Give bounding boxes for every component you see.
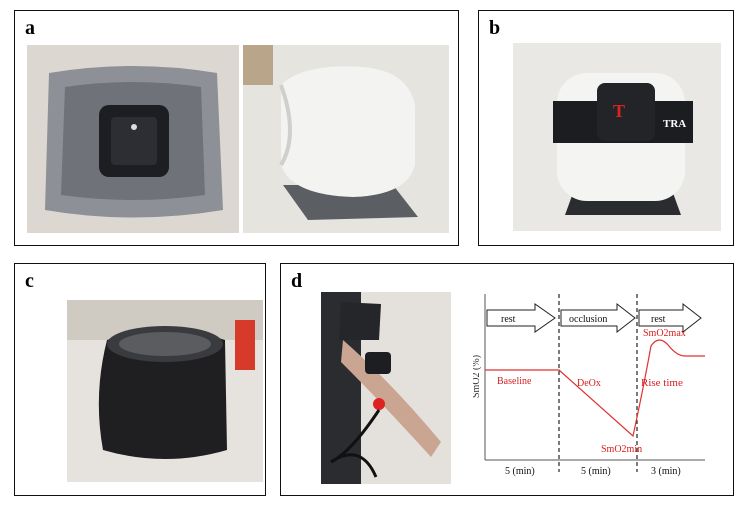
phase-label-rest-2: rest bbox=[651, 314, 666, 325]
svg-text:T: T bbox=[613, 101, 625, 121]
panel-d: d SmO2 (%) rest occlusion bbox=[280, 263, 734, 496]
phase-label-rest-1: rest bbox=[501, 314, 516, 325]
device-in-holder-photo bbox=[27, 45, 239, 233]
black-cylinder-phantom-photo bbox=[67, 300, 263, 482]
panel-c: c bbox=[14, 263, 266, 496]
smo2-chart: SmO2 (%) rest occlusion rest Baseline De… bbox=[473, 294, 705, 477]
annotation-baseline: Baseline bbox=[497, 376, 532, 387]
duration-3: 3 (min) bbox=[651, 466, 681, 477]
phase-arrow-rest-2: rest bbox=[638, 302, 702, 334]
panel-b-label: b bbox=[489, 17, 501, 39]
annotation-deox: DeOx bbox=[577, 378, 601, 389]
phase-label-occlusion: occlusion bbox=[569, 314, 607, 325]
duration-1: 5 (min) bbox=[505, 466, 535, 477]
phase-arrow-occlusion: occlusion bbox=[560, 302, 636, 334]
white-phantom-photo bbox=[243, 45, 449, 233]
phase-arrow-rest-1: rest bbox=[486, 303, 556, 333]
duration-2: 5 (min) bbox=[581, 466, 611, 477]
arm-occlusion-photo bbox=[321, 292, 451, 484]
annotation-smo2max: SmO2max bbox=[643, 328, 686, 339]
panel-a-label: a bbox=[25, 17, 35, 39]
panel-d-label: d bbox=[291, 270, 303, 292]
y-axis-label: SmO2 (%) bbox=[473, 355, 482, 398]
panel-b: b T TRA bbox=[478, 10, 734, 246]
sensor-on-phantom-photo: T TRA bbox=[513, 43, 721, 231]
panel-a: a bbox=[14, 10, 459, 246]
svg-text:TRA: TRA bbox=[663, 118, 686, 130]
annotation-rise-time: Rise time bbox=[641, 377, 683, 389]
smo2-curve bbox=[485, 339, 705, 438]
annotation-smo2min: SmO2min bbox=[601, 444, 642, 455]
panel-c-label: c bbox=[25, 270, 34, 292]
